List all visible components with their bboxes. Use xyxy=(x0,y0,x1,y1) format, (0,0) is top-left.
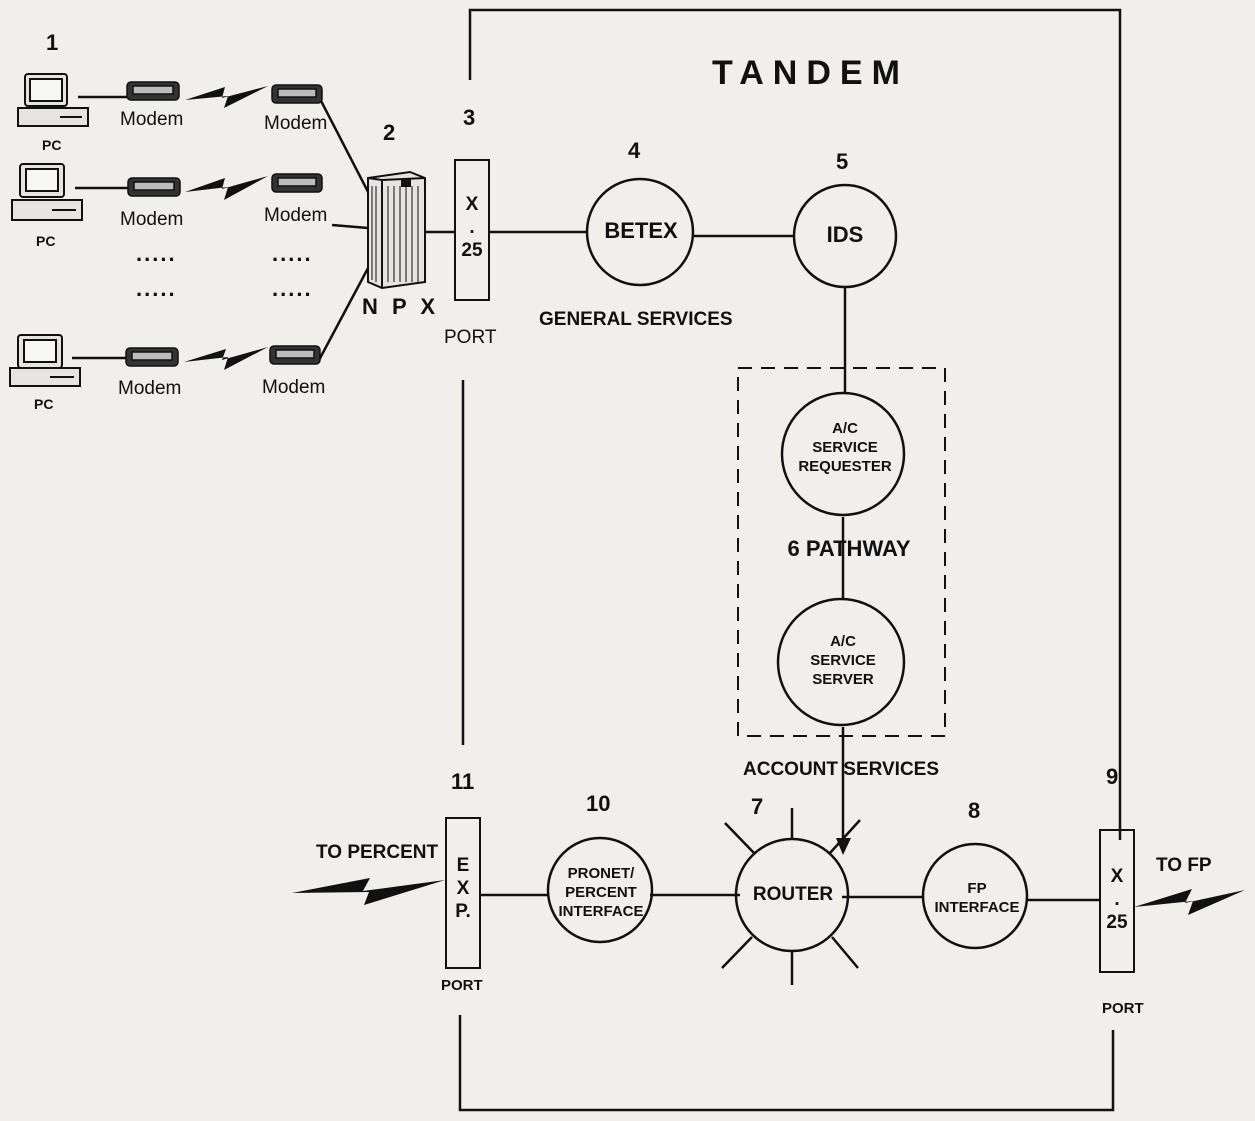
to-percent-lightning xyxy=(292,878,445,905)
betex-label: BETEX xyxy=(604,220,677,242)
port-label: PORT xyxy=(441,978,483,993)
x25-port-left-label: X . 25 xyxy=(461,194,482,262)
account-services-label: ACCOUNT SERVICES xyxy=(743,760,939,779)
fp-interface-label: FP INTERFACE xyxy=(934,880,1019,918)
to-fp-lightning xyxy=(1134,889,1245,915)
ellipsis: ..... xyxy=(272,243,313,265)
tandem-title: TANDEM xyxy=(712,56,909,90)
router-arrow-head xyxy=(836,838,851,855)
link-modem2-npx xyxy=(332,225,368,228)
tandem-boundary-top xyxy=(470,10,1120,840)
pronet-interface-label: PRONET/ PERCENT INTERFACE xyxy=(558,865,643,921)
npx-cabinet xyxy=(368,172,425,288)
pc-label: PC xyxy=(34,397,53,411)
number-3: 3 xyxy=(463,107,475,129)
modem-label: Modem xyxy=(120,210,183,229)
number-10: 10 xyxy=(586,793,610,815)
ellipsis: ..... xyxy=(272,278,313,300)
ellipsis: ..... xyxy=(136,278,177,300)
ellipsis: ..... xyxy=(136,243,177,265)
pc-icon xyxy=(12,164,82,220)
port-label: PORT xyxy=(1102,1001,1144,1016)
port-label: PORT xyxy=(444,328,496,347)
requester-label: A/C SERVICE REQUESTER xyxy=(798,420,891,476)
modem-label: Modem xyxy=(262,378,325,397)
pathway-label: 6 PATHWAY xyxy=(787,538,910,560)
number-5: 5 xyxy=(836,151,848,173)
number-2: 2 xyxy=(383,122,395,144)
number-8: 8 xyxy=(968,800,980,822)
number-11: 11 xyxy=(451,771,474,793)
server-label: A/C SERVICE SERVER xyxy=(810,633,876,689)
pc-label: PC xyxy=(42,138,61,152)
to-percent-label: TO PERCENT xyxy=(316,843,438,862)
router-label: ROUTER xyxy=(753,885,833,904)
tandem-boundary-bottom xyxy=(460,1015,1113,1110)
number-7: 7 xyxy=(751,796,763,818)
x25-port-right-label: X . 25 xyxy=(1106,866,1127,934)
exp-port-label: E X P. xyxy=(455,855,471,923)
modem-label: Modem xyxy=(120,110,183,129)
pc-label: PC xyxy=(36,234,55,248)
number-1: 1 xyxy=(46,32,58,54)
pc-icon xyxy=(10,335,80,386)
pc-icon xyxy=(18,74,88,126)
number-4: 4 xyxy=(628,140,640,162)
to-fp-label: TO FP xyxy=(1156,856,1212,875)
npx-label: N P X xyxy=(362,296,439,318)
number-9: 9 xyxy=(1106,766,1118,788)
modem-label: Modem xyxy=(264,114,327,133)
modem-label: Modem xyxy=(264,206,327,225)
ids-label: IDS xyxy=(827,224,864,246)
general-services-label: GENERAL SERVICES xyxy=(539,310,733,329)
wireless-link-icons xyxy=(184,86,1245,915)
modem-label: Modem xyxy=(118,379,181,398)
